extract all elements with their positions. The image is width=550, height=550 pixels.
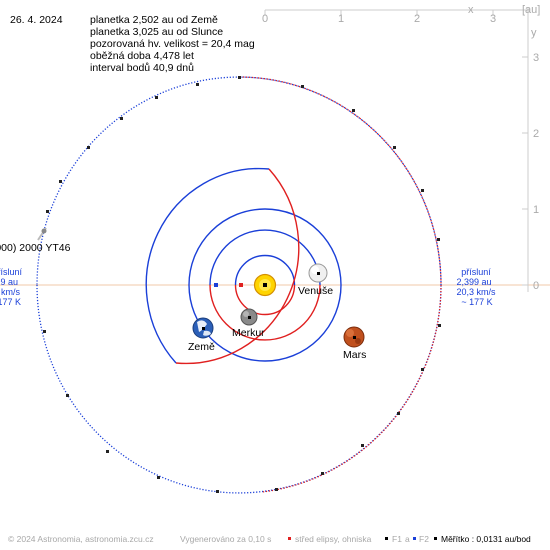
perihelion-label-left: přísluní 2,399 au 20,3 km/s ~ 177 K	[0, 267, 22, 307]
generated-text: Vygenerováno za 0,10 s	[180, 534, 271, 544]
y-tick-2: 2	[533, 128, 539, 140]
x-tick-2: 2	[414, 13, 420, 25]
a-legend-text: a	[405, 534, 410, 544]
f2-legend-text: F2	[419, 534, 429, 544]
info-sun-distance: planetka 3,025 au od Slunce	[90, 26, 223, 38]
x-tick-3: 3	[490, 13, 496, 25]
center-legend-marker	[288, 537, 291, 540]
asteroid-icon	[37, 227, 47, 241]
info-magnitude: pozorovaná hv. velikost = 20,4 mag	[90, 38, 255, 50]
f1-legend-text: F1	[392, 534, 402, 544]
focus-f2-marker	[214, 283, 218, 287]
perihelion-speed-left: 20,3 km/s	[0, 287, 20, 297]
sun-icon	[253, 273, 277, 297]
x-tick-1: 1	[338, 13, 344, 25]
perihelion-distance: 2,399 au	[456, 277, 491, 287]
mars-orbit	[145, 167, 300, 365]
y-tick-3: 3	[533, 52, 539, 64]
scale-text: Měřítko : 0,0131 au/bod	[441, 534, 531, 544]
earth-icon	[192, 317, 214, 339]
mercury-orbit	[234, 254, 296, 316]
info-interval: interval bodů 40,9 dnů	[90, 62, 194, 74]
x-tick-0: 0	[262, 13, 268, 25]
perihelion-distance-left: 2,399 au	[0, 277, 18, 287]
copyright-text: © 2024 Astronomia, astronomia.zcu.cz	[8, 534, 154, 544]
center-legend-text: střed elipsy, ohniska	[295, 534, 372, 544]
asteroid-orbit-markers	[43, 76, 441, 493]
earth-label: Země	[188, 341, 215, 353]
mercury-label: Merkur	[232, 327, 265, 339]
x-axis-label: x	[468, 4, 474, 16]
mars-label: Mars	[343, 349, 366, 361]
earth-orbit	[188, 208, 342, 362]
mercury-icon	[240, 308, 258, 326]
top-axis-ticks	[264, 10, 494, 16]
asteroid-label: (2000) 2000 YT46	[0, 242, 71, 254]
date-label: 26. 4. 2024	[10, 14, 63, 26]
venus-label: Venuše	[298, 285, 333, 297]
ellipse-center-marker	[239, 283, 243, 287]
f1-legend-marker	[385, 537, 388, 540]
y-tick-0: 0	[533, 280, 539, 292]
perihelion-label-right: přísluní 2,399 au 20,3 km/s ~ 177 K	[456, 267, 496, 307]
f2-legend-marker	[413, 537, 416, 540]
perihelion-speed: 20,3 km/s	[456, 287, 496, 297]
perihelion-temperature-left: ~ 177 K	[0, 297, 21, 307]
y-tick-1: 1	[533, 204, 539, 216]
perihelion-title-left: přísluní	[0, 267, 22, 277]
perihelion-temperature: ~ 177 K	[461, 297, 492, 307]
perihelion-title: přísluní	[461, 267, 491, 277]
info-period: oběžná doba 4,478 let	[90, 50, 194, 62]
venus-orbit	[209, 229, 321, 341]
y-axis-label: y	[531, 27, 537, 39]
info-earth-distance: planetka 2,502 au od Země	[90, 14, 218, 26]
mars-icon	[343, 326, 365, 348]
right-axis-ticks	[522, 56, 528, 286]
scale-legend-marker	[434, 537, 437, 540]
unit-label: [au]	[522, 4, 540, 16]
venus-icon	[308, 263, 328, 283]
